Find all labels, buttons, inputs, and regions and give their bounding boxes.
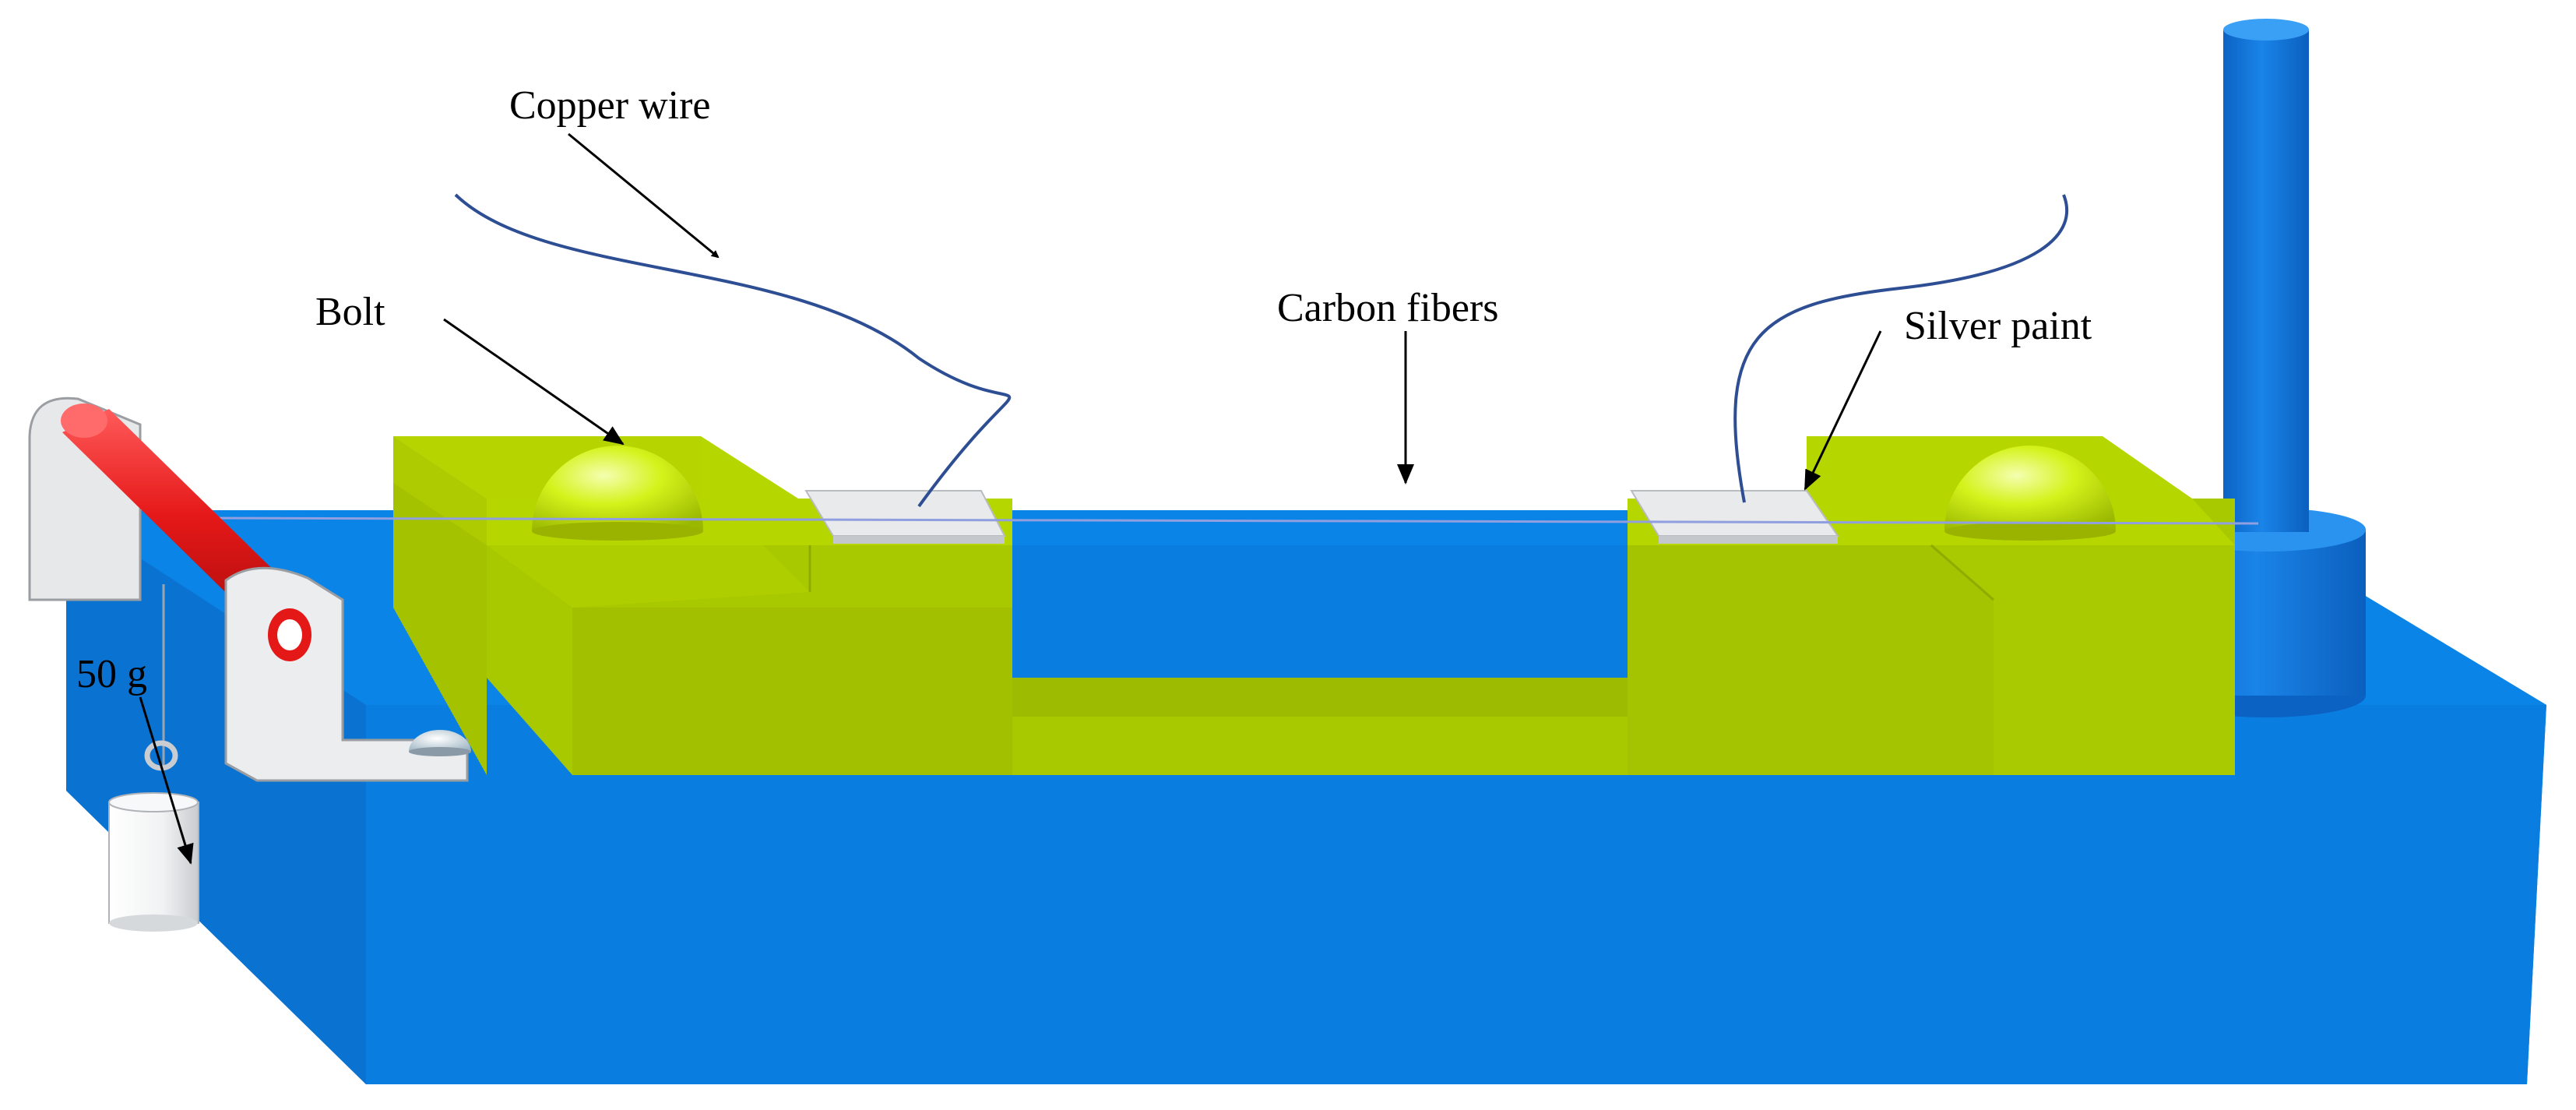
silver-paint-pads bbox=[804, 490, 1839, 544]
pulley-bracket bbox=[28, 396, 471, 782]
label-weight: 50 g bbox=[76, 652, 147, 696]
label-silver-paint: Silver paint bbox=[1904, 304, 2092, 348]
annotation-arrows bbox=[139, 132, 1882, 865]
label-bolt: Bolt bbox=[315, 290, 385, 334]
arrow-silver-paint bbox=[1804, 330, 1882, 491]
copper-wires bbox=[454, 193, 2068, 508]
arrow-weight bbox=[139, 696, 194, 865]
arrow-bolt bbox=[443, 318, 625, 446]
label-carbon-fibers: Carbon fibers bbox=[1277, 286, 1499, 330]
carbon-fiber-strand bbox=[190, 516, 2259, 525]
bolt-right bbox=[1944, 446, 2116, 541]
bolt-left bbox=[532, 446, 703, 541]
green-fixture bbox=[393, 436, 2235, 775]
arrow-copper-wire bbox=[568, 132, 720, 259]
label-copper-wire: Copper wire bbox=[509, 83, 711, 128]
